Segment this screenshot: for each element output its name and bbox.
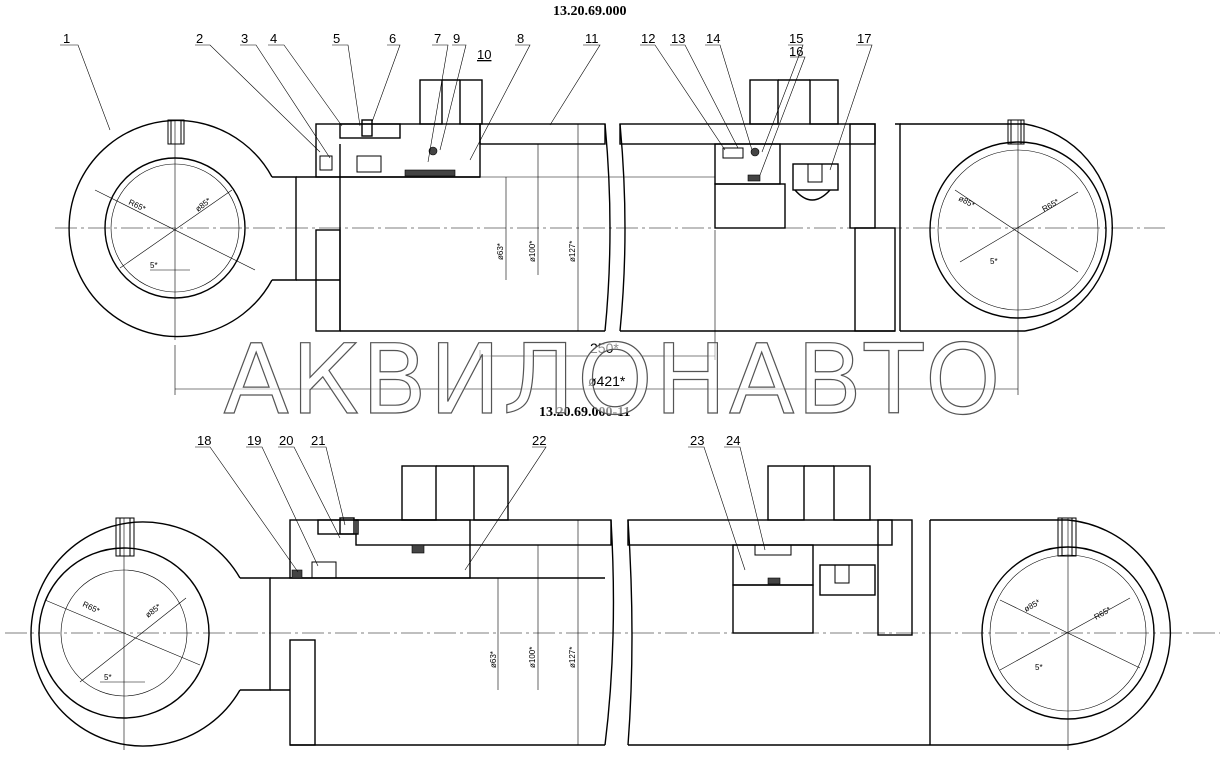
callout-15: 15 [789, 31, 803, 46]
bottom-dim-d-left: ø85* [144, 602, 163, 620]
top-dim-stroke: 250* [590, 340, 619, 356]
top-piston [714, 79, 839, 229]
bottom-piston [732, 465, 876, 634]
top-dim-d-left: ø85* [194, 196, 213, 214]
top-callouts: 1 2 3 4 5 6 7 9 10 8 11 12 13 14 15 16 1… [63, 31, 871, 62]
bottom-callout-leaders [195, 446, 766, 573]
callout-12: 12 [641, 31, 655, 46]
top-gland [315, 79, 483, 178]
bottom-view [5, 446, 1220, 750]
bottom-dim-angle-right: 5* [1035, 663, 1043, 672]
bottom-dim-rod: ø63* [489, 651, 498, 668]
top-dimension-lines [174, 124, 1019, 395]
callout-5: 5 [333, 31, 340, 46]
bottom-end-cap [877, 519, 931, 745]
callout-7: 7 [434, 31, 441, 46]
bottom-left-rod-eye [30, 517, 271, 750]
callout-8: 8 [517, 31, 524, 46]
callout-18: 18 [197, 433, 211, 448]
top-dim-angle-left: 5* [150, 261, 158, 270]
callout-6: 6 [389, 31, 396, 46]
watermark: АКВИЛОНАВТО [223, 323, 1002, 428]
bottom-piston-rod [270, 577, 605, 691]
bottom-dim-outer: ø127* [568, 647, 577, 668]
top-dim-length: ø421* [588, 373, 626, 389]
top-dim-r-right: R65* [1041, 197, 1061, 214]
bottom-dim-r-right: R65* [1093, 605, 1113, 622]
callout-16: 16 [789, 44, 803, 59]
top-cylinder-tube [315, 123, 895, 332]
top-callout-leaders [60, 44, 873, 176]
callout-19: 19 [247, 433, 261, 448]
bottom-dimension-lines [497, 520, 579, 745]
callout-10: 10 [477, 47, 491, 62]
callout-11: 11 [585, 31, 599, 46]
callout-2: 2 [196, 31, 203, 46]
right-cap-eye [900, 119, 1113, 340]
callout-4: 4 [270, 31, 277, 46]
bottom-dim-bore: ø100* [528, 647, 537, 668]
bottom-gland [289, 465, 509, 579]
top-end-cap [849, 123, 901, 332]
bottom-dimension-texts: R65* ø85* 5* ø63* ø100* ø127* ø85* R65* … [81, 597, 1112, 682]
callout-24: 24 [726, 433, 740, 448]
bottom-cylinder-tube [289, 519, 930, 746]
callout-9: 9 [453, 31, 460, 46]
bottom-right-cap-eye [930, 517, 1172, 750]
bottom-callouts: 18 19 20 21 22 23 24 [197, 433, 740, 448]
top-drawing-title: 13.20.69.000 [553, 4, 627, 19]
top-piston-rod [296, 176, 715, 281]
top-dim-d-right: ø85* [957, 194, 976, 210]
callout-22: 22 [532, 433, 546, 448]
top-view [55, 44, 1165, 395]
callout-13: 13 [671, 31, 685, 46]
top-dim-outer: ø127* [568, 241, 577, 262]
callout-1: 1 [63, 31, 70, 46]
top-dim-angle-right: 5* [990, 257, 998, 266]
watermark-text: АКВИЛОНАВТО [223, 324, 1002, 428]
callout-23: 23 [690, 433, 704, 448]
callout-20: 20 [279, 433, 293, 448]
bottom-dim-d-right: ø85* [1023, 597, 1042, 613]
callout-21: 21 [311, 433, 325, 448]
bottom-dim-angle-left: 5* [104, 673, 112, 682]
top-dim-rod: ø63* [496, 243, 505, 260]
bottom-dim-r-left: R65* [81, 600, 101, 616]
callout-14: 14 [706, 31, 720, 46]
top-dim-bore: ø100* [528, 241, 537, 262]
left-rod-eye [68, 119, 297, 340]
callout-17: 17 [857, 31, 871, 46]
callout-3: 3 [241, 31, 248, 46]
bottom-drawing-title: 13.20.69.000-11 [539, 405, 631, 420]
